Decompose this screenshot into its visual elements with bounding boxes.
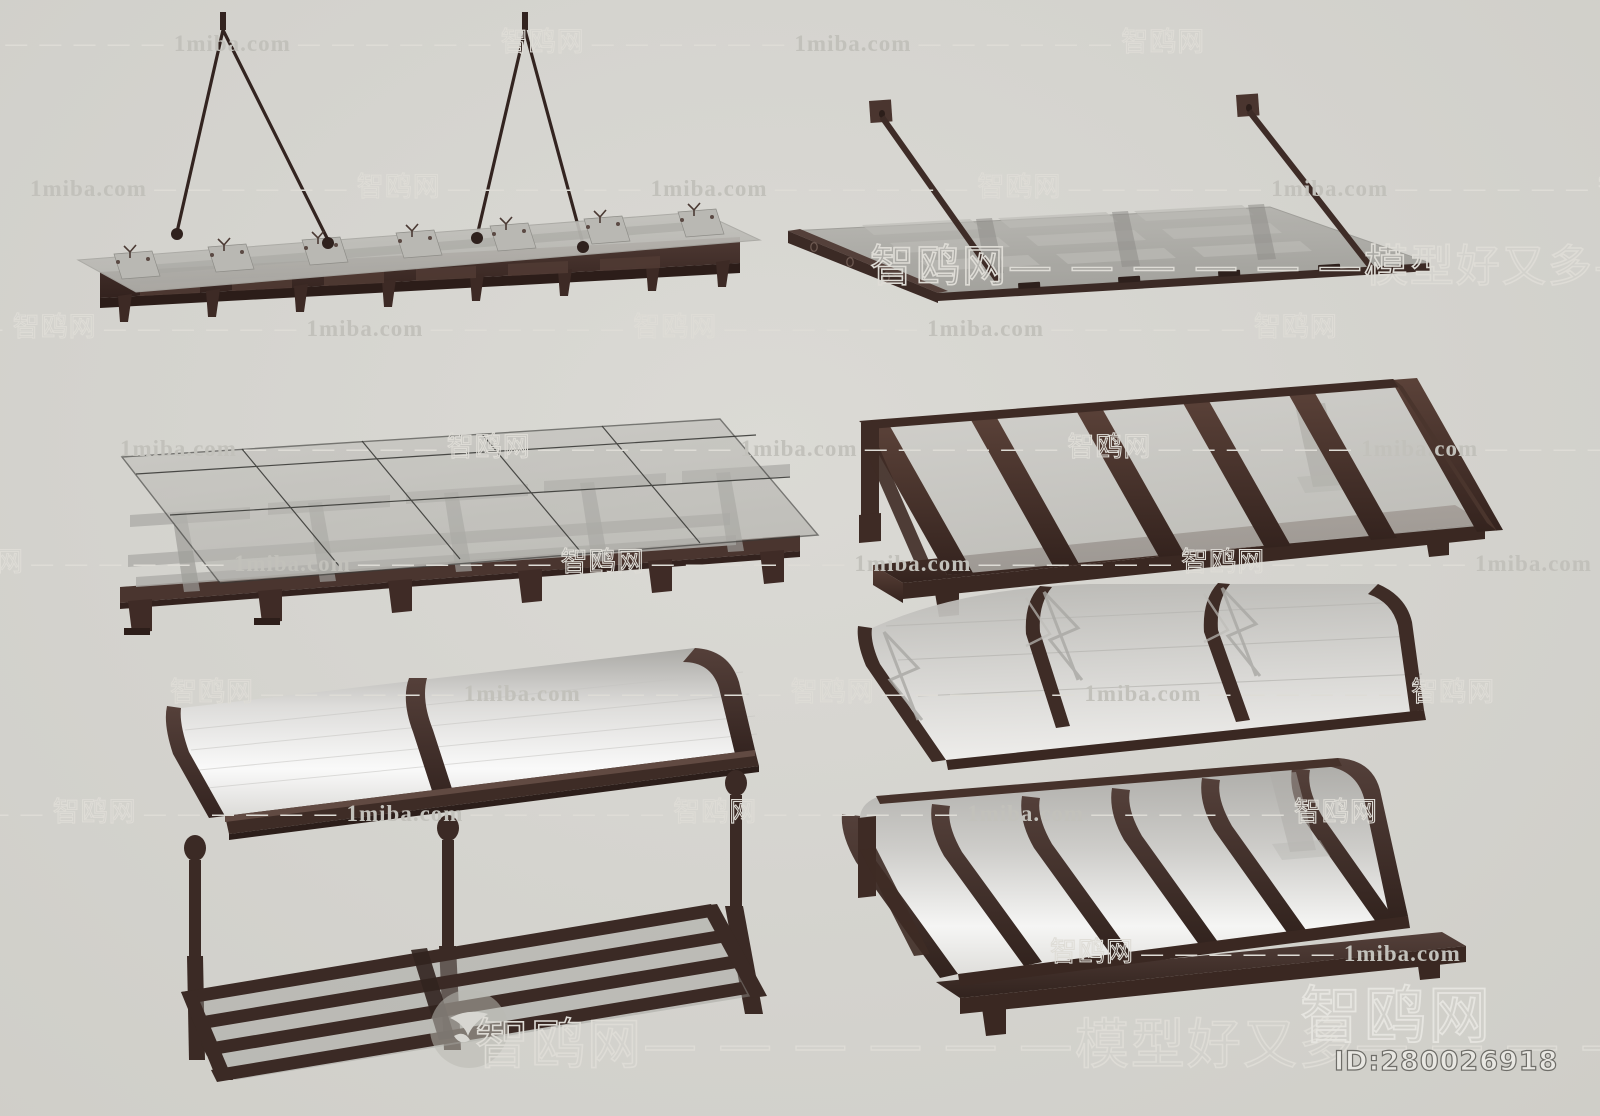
model-sloped-mullion-canopy bbox=[825, 365, 1525, 617]
model-cable-suspended-flat-canopy bbox=[40, 0, 800, 330]
model-gridded-glass-canopy bbox=[100, 395, 840, 640]
model-curved-canopy-with-louvre-rack bbox=[155, 620, 855, 1082]
model-curved-rib-canopy bbox=[830, 740, 1490, 1040]
model-rod-braced-flat-canopy bbox=[770, 85, 1450, 310]
model-arched-truss-canopy bbox=[840, 570, 1460, 770]
